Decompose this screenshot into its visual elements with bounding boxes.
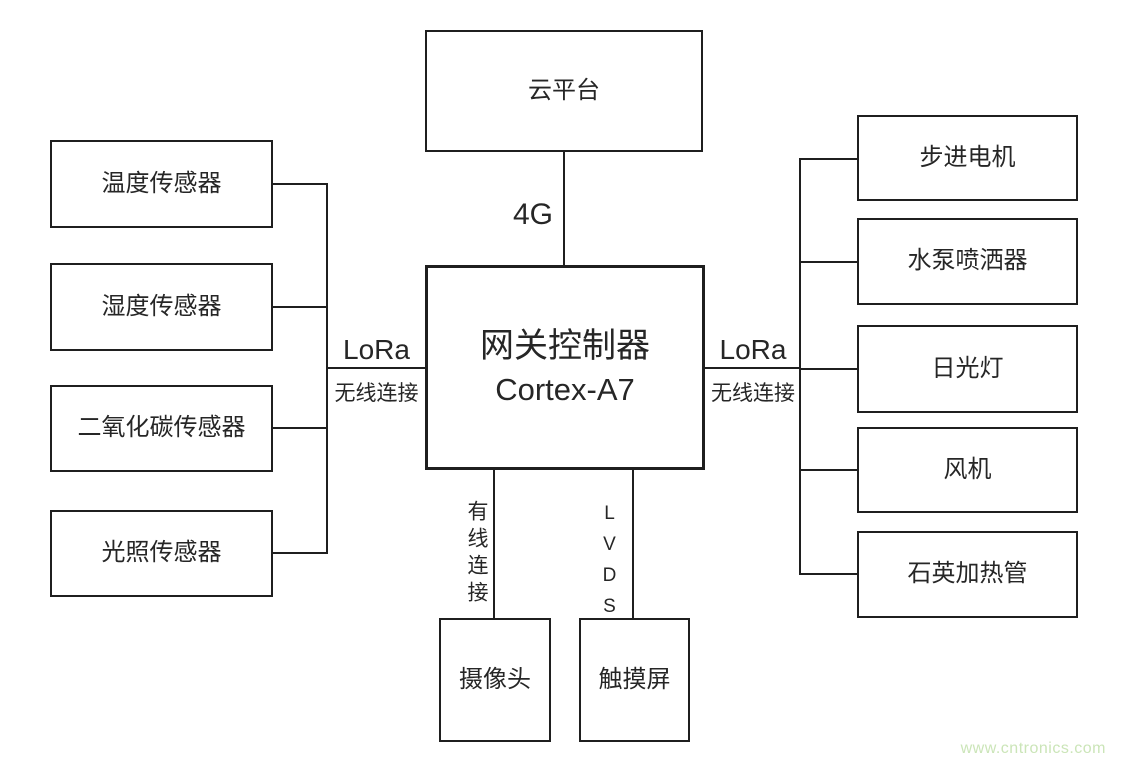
node-fan: 风机 [857, 427, 1078, 513]
node-fluorescent-lamp: 日光灯 [857, 325, 1078, 413]
link-line-gateway-camera [493, 470, 495, 618]
light-sensor-label: 光照传感器 [101, 539, 222, 567]
node-water-pump-sprayer: 水泵喷洒器 [857, 218, 1078, 305]
link-label-4g: 4G [512, 198, 553, 231]
link-line-cloud-gateway [563, 152, 565, 265]
link-label-wireless-left: 无线连接 [334, 382, 419, 405]
link-line-stepper-motor [801, 158, 857, 160]
node-cloud-platform-label: 云平台 [528, 76, 600, 104]
node-humidity-sensor: 湿度传感器 [50, 263, 273, 351]
temperature-sensor-label: 温度传感器 [101, 169, 222, 197]
node-temperature-sensor: 温度传感器 [50, 140, 273, 228]
link-line-co2-sensor [273, 427, 328, 429]
link-line-light-sensor [273, 552, 328, 554]
link-line-sensors-gateway [328, 367, 425, 369]
sensor-bus-line [326, 183, 328, 554]
actuator-bus-line [799, 158, 801, 575]
humidity-sensor-label: 湿度传感器 [101, 292, 222, 320]
link-line-humidity-sensor [273, 306, 328, 308]
node-camera: 摄像头 [439, 618, 551, 742]
stepper-motor-label: 步进电机 [919, 143, 1016, 171]
link-line-fluorescent-lamp [801, 368, 857, 370]
link-label-wired-connection: 有线连接 [465, 500, 488, 608]
touchscreen-label: 触摸屏 [598, 665, 671, 693]
node-gateway-controller: 网关控制器 Cortex-A7 [425, 265, 705, 470]
link-line-quartz-heater [801, 573, 857, 575]
gateway-name-label: 网关控制器 [480, 326, 650, 365]
link-line-temperature-sensor [273, 183, 328, 185]
node-co2-sensor: 二氧化碳传感器 [50, 385, 273, 472]
gateway-chip-label: Cortex-A7 [495, 372, 635, 408]
fan-label: 风机 [943, 455, 992, 483]
node-touchscreen: 触摸屏 [579, 618, 690, 742]
link-label-wireless-right: 无线连接 [711, 382, 795, 405]
watermark: www.cntronics.com [960, 740, 1106, 757]
co2-sensor-label: 二氧化碳传感器 [77, 414, 246, 442]
water-pump-sprayer-label: 水泵喷洒器 [907, 247, 1028, 275]
link-line-gateway-touchscreen [632, 470, 634, 618]
link-line-fan [801, 469, 857, 471]
camera-label: 摄像头 [459, 665, 531, 693]
node-stepper-motor: 步进电机 [857, 115, 1078, 201]
node-quartz-heating-tube: 石英加热管 [857, 531, 1078, 618]
link-label-lvds: LVDS [599, 503, 620, 627]
node-cloud-platform: 云平台 [425, 30, 703, 152]
link-label-lora-left: LoRa [343, 334, 410, 365]
link-line-water-pump [801, 261, 857, 263]
quartz-heating-tube-label: 石英加热管 [907, 560, 1028, 588]
link-label-lora-right: LoRa [719, 334, 787, 365]
fluorescent-lamp-label: 日光灯 [931, 354, 1004, 382]
node-light-sensor: 光照传感器 [50, 510, 273, 597]
link-line-gateway-actuators [705, 367, 801, 369]
